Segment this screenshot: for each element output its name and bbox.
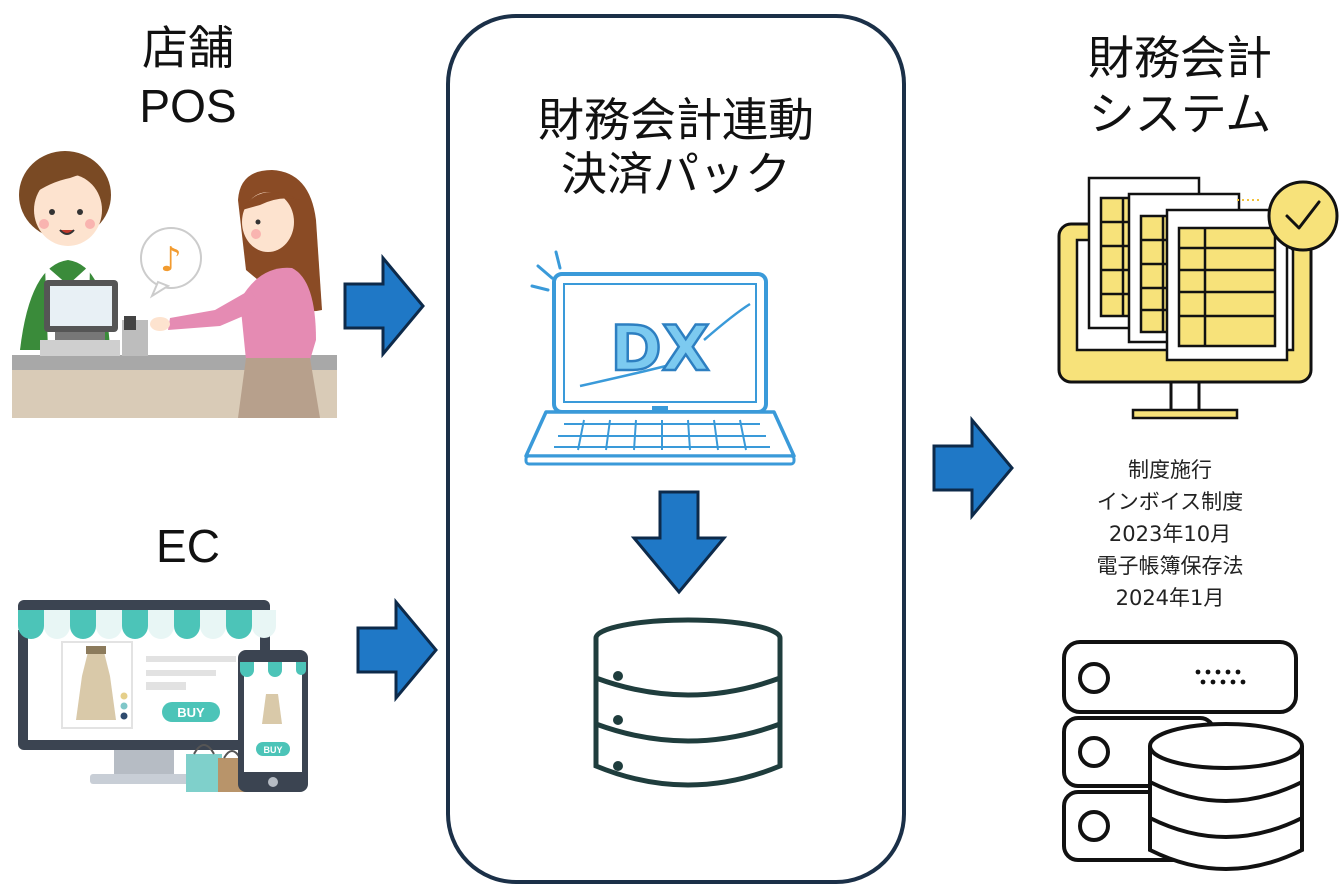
accounting-monitor-icon xyxy=(1057,176,1339,420)
accounting-title-line1: 財務会計 xyxy=(1088,31,1272,85)
cashier-scene-illustration: ♪ xyxy=(12,151,337,418)
arrow-right-icon xyxy=(356,597,438,703)
note-line: インボイス制度 xyxy=(1096,490,1244,514)
ec-shop-illustration: BUY BUY xyxy=(18,600,308,792)
laptop-dx-text: DX xyxy=(610,312,709,385)
center-title-line2: 決済パック xyxy=(561,147,791,201)
accounting-title-line2: システム xyxy=(1088,87,1272,141)
laptop-dx-icon: DX xyxy=(524,250,796,466)
note-line: 2023年10月 xyxy=(1108,522,1232,546)
ec-label: EC xyxy=(156,520,220,572)
note-line: 電子帳簿保存法 xyxy=(1096,554,1244,578)
center-title-line1: 財務会計連動 xyxy=(538,93,814,147)
arrow-right-icon xyxy=(932,415,1014,521)
regulation-notes: 制度施行 インボイス制度 2023年10月 電子帳簿保存法 2024年1月 xyxy=(1040,454,1300,614)
svg-text:♪: ♪ xyxy=(160,240,182,280)
ec-phone-buy-button: BUY xyxy=(263,745,282,755)
ec-buy-button: BUY xyxy=(177,705,205,720)
note-line: 2024年1月 xyxy=(1115,586,1225,610)
server-database-icon xyxy=(1062,640,1304,871)
database-icon xyxy=(593,617,783,788)
arrow-down-icon xyxy=(630,490,728,595)
arrow-right-icon xyxy=(343,253,425,359)
pos-store-label: 店舗 xyxy=(142,21,234,75)
pos-label: POS xyxy=(139,80,237,132)
note-line: 制度施行 xyxy=(1128,458,1212,482)
